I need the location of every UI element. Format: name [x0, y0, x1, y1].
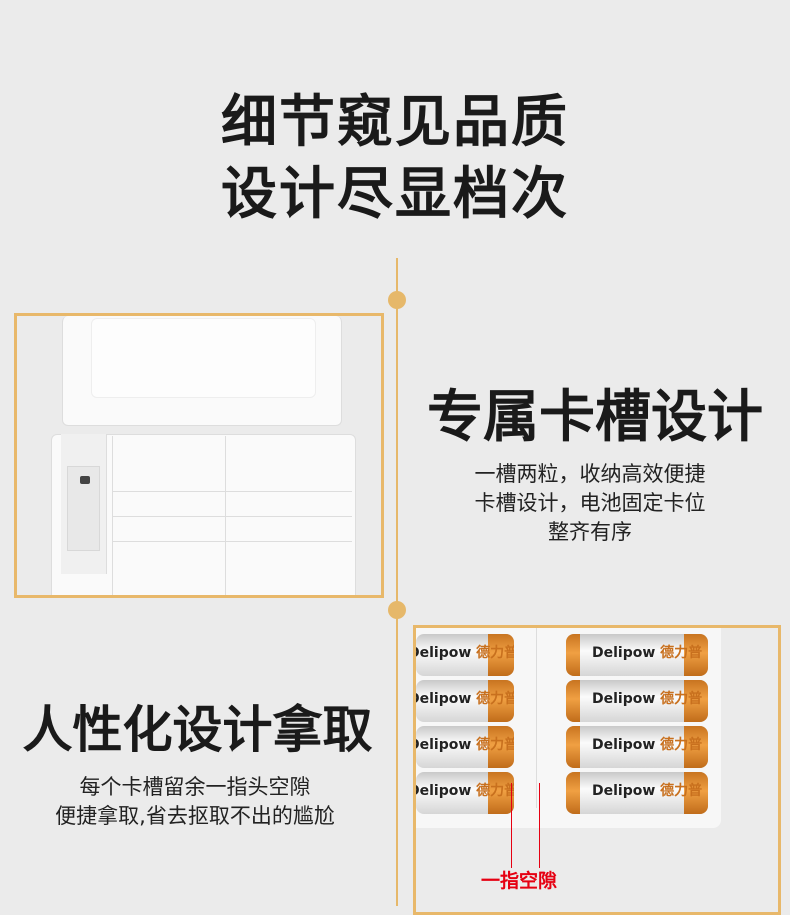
gap-callout: 一指空隙	[481, 870, 558, 892]
storage-box-image	[14, 313, 384, 598]
divider	[112, 541, 352, 542]
battery: Delipow 德力普	[416, 726, 514, 768]
battery: Delipow 德力普	[416, 772, 514, 814]
batteries-image: Delipow 德力普 Delipow 德力普 Delipow 德力普 Deli…	[413, 625, 781, 915]
divider	[536, 628, 537, 808]
section1-line: 卡槽设计，电池固定卡位	[474, 491, 706, 515]
section1-line: 一槽两粒，收纳高效便捷	[474, 462, 706, 486]
section2-line: 每个卡槽留余一指头空隙	[79, 775, 311, 799]
battery: Delipow 德力普	[416, 680, 514, 722]
divider	[112, 491, 352, 492]
battery: Delipow 德力普	[566, 772, 708, 814]
divider	[112, 436, 113, 595]
gap-marker-line	[539, 783, 540, 868]
section1-line: 整齐有序	[548, 520, 632, 544]
divider	[112, 516, 352, 517]
section2-line: 便捷拿取,省去抠取不出的尴尬	[55, 804, 335, 828]
divider	[225, 436, 226, 595]
battery: Delipow 德力普	[416, 634, 514, 676]
timeline-dot	[388, 601, 406, 619]
lid-panel	[91, 318, 316, 398]
timeline-line	[396, 258, 398, 906]
battery: Delipow 德力普	[566, 680, 708, 722]
headline-line-1: 细节窥见品质	[221, 90, 569, 155]
section2-title: 人性化设计拿取	[22, 701, 373, 759]
battery: Delipow 德力普	[566, 634, 708, 676]
battery: Delipow 德力普	[566, 726, 708, 768]
usb-port-icon	[80, 476, 90, 484]
headline-line-2: 设计尽显档次	[221, 162, 569, 227]
timeline-dot	[388, 291, 406, 309]
section1-title: 专属卡槽设计	[427, 385, 763, 450]
gap-marker-line	[511, 783, 512, 868]
